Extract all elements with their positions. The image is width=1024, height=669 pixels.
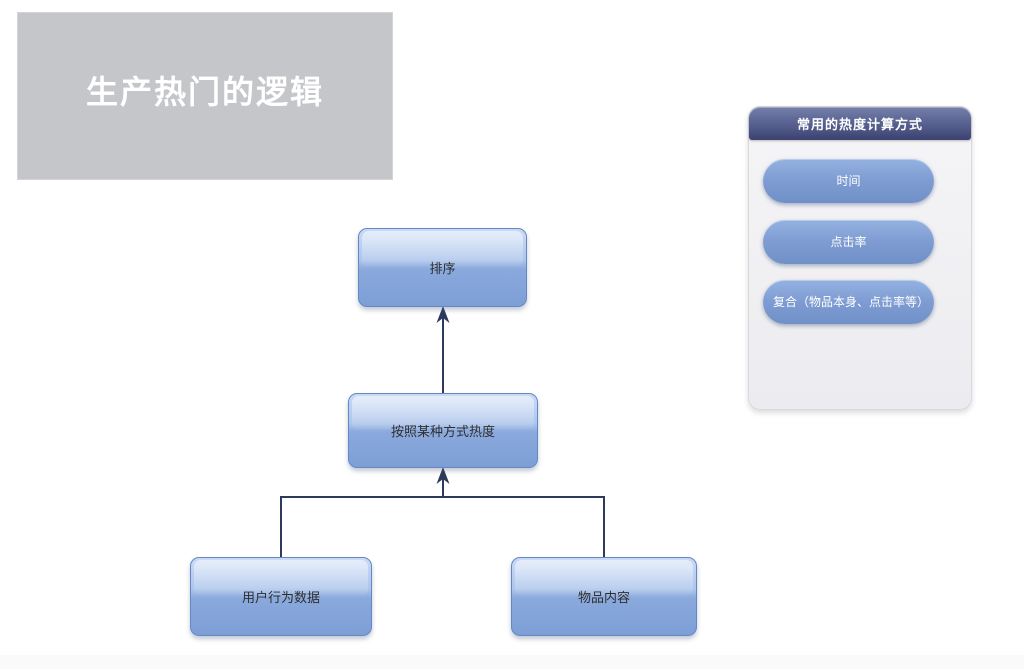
panel-item-click-rate-label: 点击率 (830, 234, 867, 249)
panel-item-time: 时间 (763, 159, 934, 203)
connector-merge-bracket (280, 496, 605, 559)
flow-node-user-behavior: 用户行为数据 (190, 557, 372, 636)
panel-item-click-rate: 点击率 (763, 220, 934, 264)
slide-title: 生产热门的逻辑 (85, 73, 324, 111)
flow-node-heat-method-label: 按照某种方式热度 (390, 425, 495, 440)
flow-node-item-content: 物品内容 (511, 557, 697, 636)
flow-node-user-behavior-label: 用户行为数据 (241, 591, 320, 606)
panel-item-composite: 复合（物品本身、点击率等） (763, 280, 934, 324)
heat-methods-panel: 常用的热度计算方式 时间 点击率 复合（物品本身、点击率等） (748, 106, 972, 410)
flow-node-sort: 排序 (358, 228, 527, 307)
heat-methods-panel-title: 常用的热度计算方式 (796, 118, 923, 133)
arrowhead-merge-to-heat (436, 467, 450, 484)
heat-methods-panel-header: 常用的热度计算方式 (749, 107, 971, 140)
flow-node-item-content-label: 物品内容 (577, 591, 630, 606)
arrowhead-heat-to-sort (436, 306, 450, 323)
flow-node-heat-method: 按照某种方式热度 (348, 393, 538, 468)
panel-item-time-label: 时间 (836, 173, 861, 188)
flow-node-sort-label: 排序 (429, 262, 456, 277)
title-card: 生产热门的逻辑 (17, 12, 393, 180)
panel-item-composite-label: 复合（物品本身、点击率等） (773, 294, 930, 309)
canvas-bottom-edge (0, 655, 1024, 669)
